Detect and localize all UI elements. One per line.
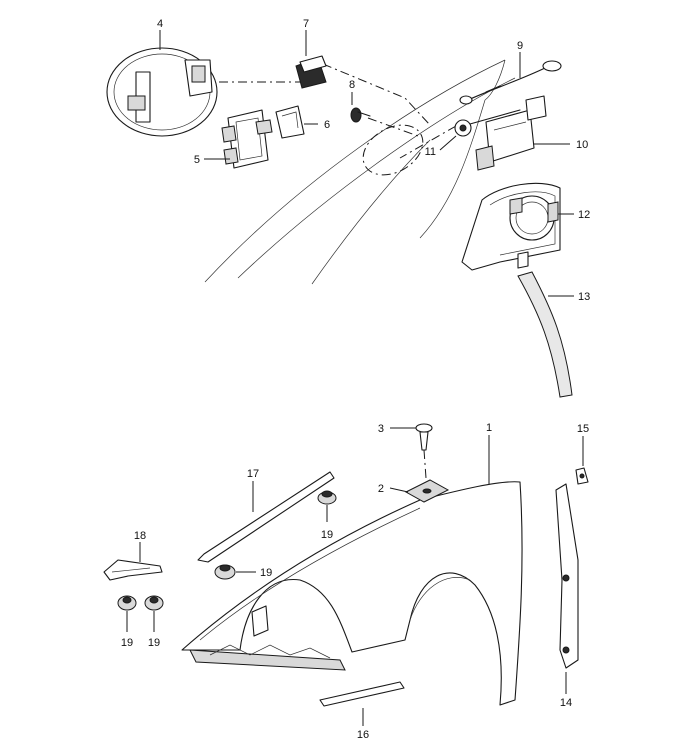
- callout-19-left: 19: [121, 637, 133, 649]
- front-fender: [181, 481, 523, 706]
- callout-5: 5: [194, 154, 200, 166]
- nut-19-left: [117, 595, 137, 611]
- screw: [415, 423, 433, 479]
- retaining-clip: [575, 467, 589, 485]
- nut-19-right: [144, 595, 164, 611]
- drain-hose: [517, 271, 573, 398]
- callout-18: 18: [134, 530, 146, 542]
- release-cable: [459, 60, 562, 105]
- nut-19-top: [317, 490, 337, 505]
- callout-4: 4: [157, 18, 163, 30]
- callout-11: 11: [425, 146, 436, 158]
- wheel-arch-liner: [555, 483, 579, 669]
- nut-plate: [404, 479, 450, 503]
- callout-19-top: 19: [321, 529, 333, 541]
- lock-actuator: [469, 95, 547, 171]
- callout-6: 6: [324, 119, 330, 131]
- callout-labels: 4 7 8 9 6 5 10 11 12 13 1 2 3 15 14 17 1…: [121, 18, 590, 741]
- fuel-filler-flap: [106, 47, 218, 137]
- callout-13: 13: [578, 291, 590, 303]
- nut-19-mid: [214, 564, 236, 580]
- leader-lines: [126, 30, 584, 726]
- fuel-door-opening: [362, 124, 424, 176]
- seal-strip: [319, 681, 405, 707]
- grommet: [454, 119, 472, 137]
- callout-7: 7: [303, 18, 309, 30]
- fuel-filler-body-outline: [204, 59, 516, 285]
- assembly-dash-lines: [200, 63, 457, 159]
- rubber-buffer: [295, 55, 327, 89]
- filler-flap-hinge: [221, 109, 273, 169]
- callout-3: 3: [378, 423, 384, 435]
- callout-9: 9: [517, 40, 523, 52]
- callout-1: 1: [486, 422, 492, 434]
- filler-housing: [461, 182, 561, 271]
- callout-15: 15: [577, 423, 589, 435]
- callout-2: 2: [378, 483, 384, 495]
- guide-pin: [350, 107, 371, 123]
- callout-19-right: 19: [148, 637, 160, 649]
- callout-14: 14: [560, 697, 572, 709]
- callout-16: 16: [357, 729, 369, 741]
- trim-strip: [197, 471, 335, 563]
- callout-12: 12: [578, 209, 590, 221]
- callout-17: 17: [247, 468, 259, 480]
- callout-8: 8: [349, 79, 355, 91]
- callout-10: 10: [576, 139, 588, 151]
- callout-19-mid: 19: [260, 567, 272, 579]
- bracket: [103, 559, 163, 581]
- clip-part: [275, 105, 305, 139]
